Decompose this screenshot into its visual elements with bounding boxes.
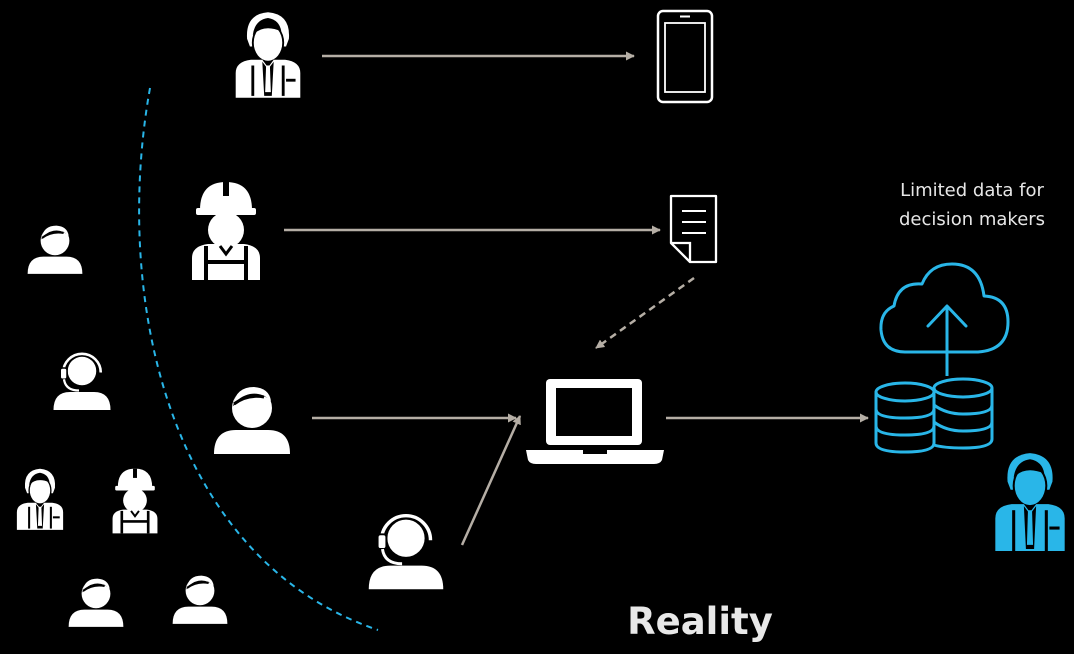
person-icon [26, 223, 84, 276]
businessman-icon [234, 10, 302, 100]
laptop-icon [526, 379, 664, 464]
worker-icon [111, 467, 159, 535]
phone-icon [656, 9, 714, 104]
database-icon [874, 377, 994, 454]
person-icon [67, 576, 125, 628]
person-icon [212, 384, 292, 456]
cloud-upload-icon [879, 262, 1010, 376]
decision-maker-icon [995, 453, 1065, 551]
businessman-icon [15, 467, 65, 531]
person-icon [171, 573, 229, 625]
decision-makers-caption: Limited data for decision makers [870, 176, 1074, 234]
support-agent-icon [54, 354, 111, 410]
arrow [460, 415, 522, 546]
document-icon [669, 194, 718, 264]
dashed-boundary-arc [138, 87, 379, 631]
caption-line-1: Limited data for [900, 180, 1044, 201]
slide-title: Reality [627, 600, 773, 643]
caption-line-2: decision makers [898, 209, 1046, 230]
worker-icon [190, 180, 262, 282]
arrow-dashed [595, 276, 695, 350]
support-agent-icon [369, 516, 443, 590]
